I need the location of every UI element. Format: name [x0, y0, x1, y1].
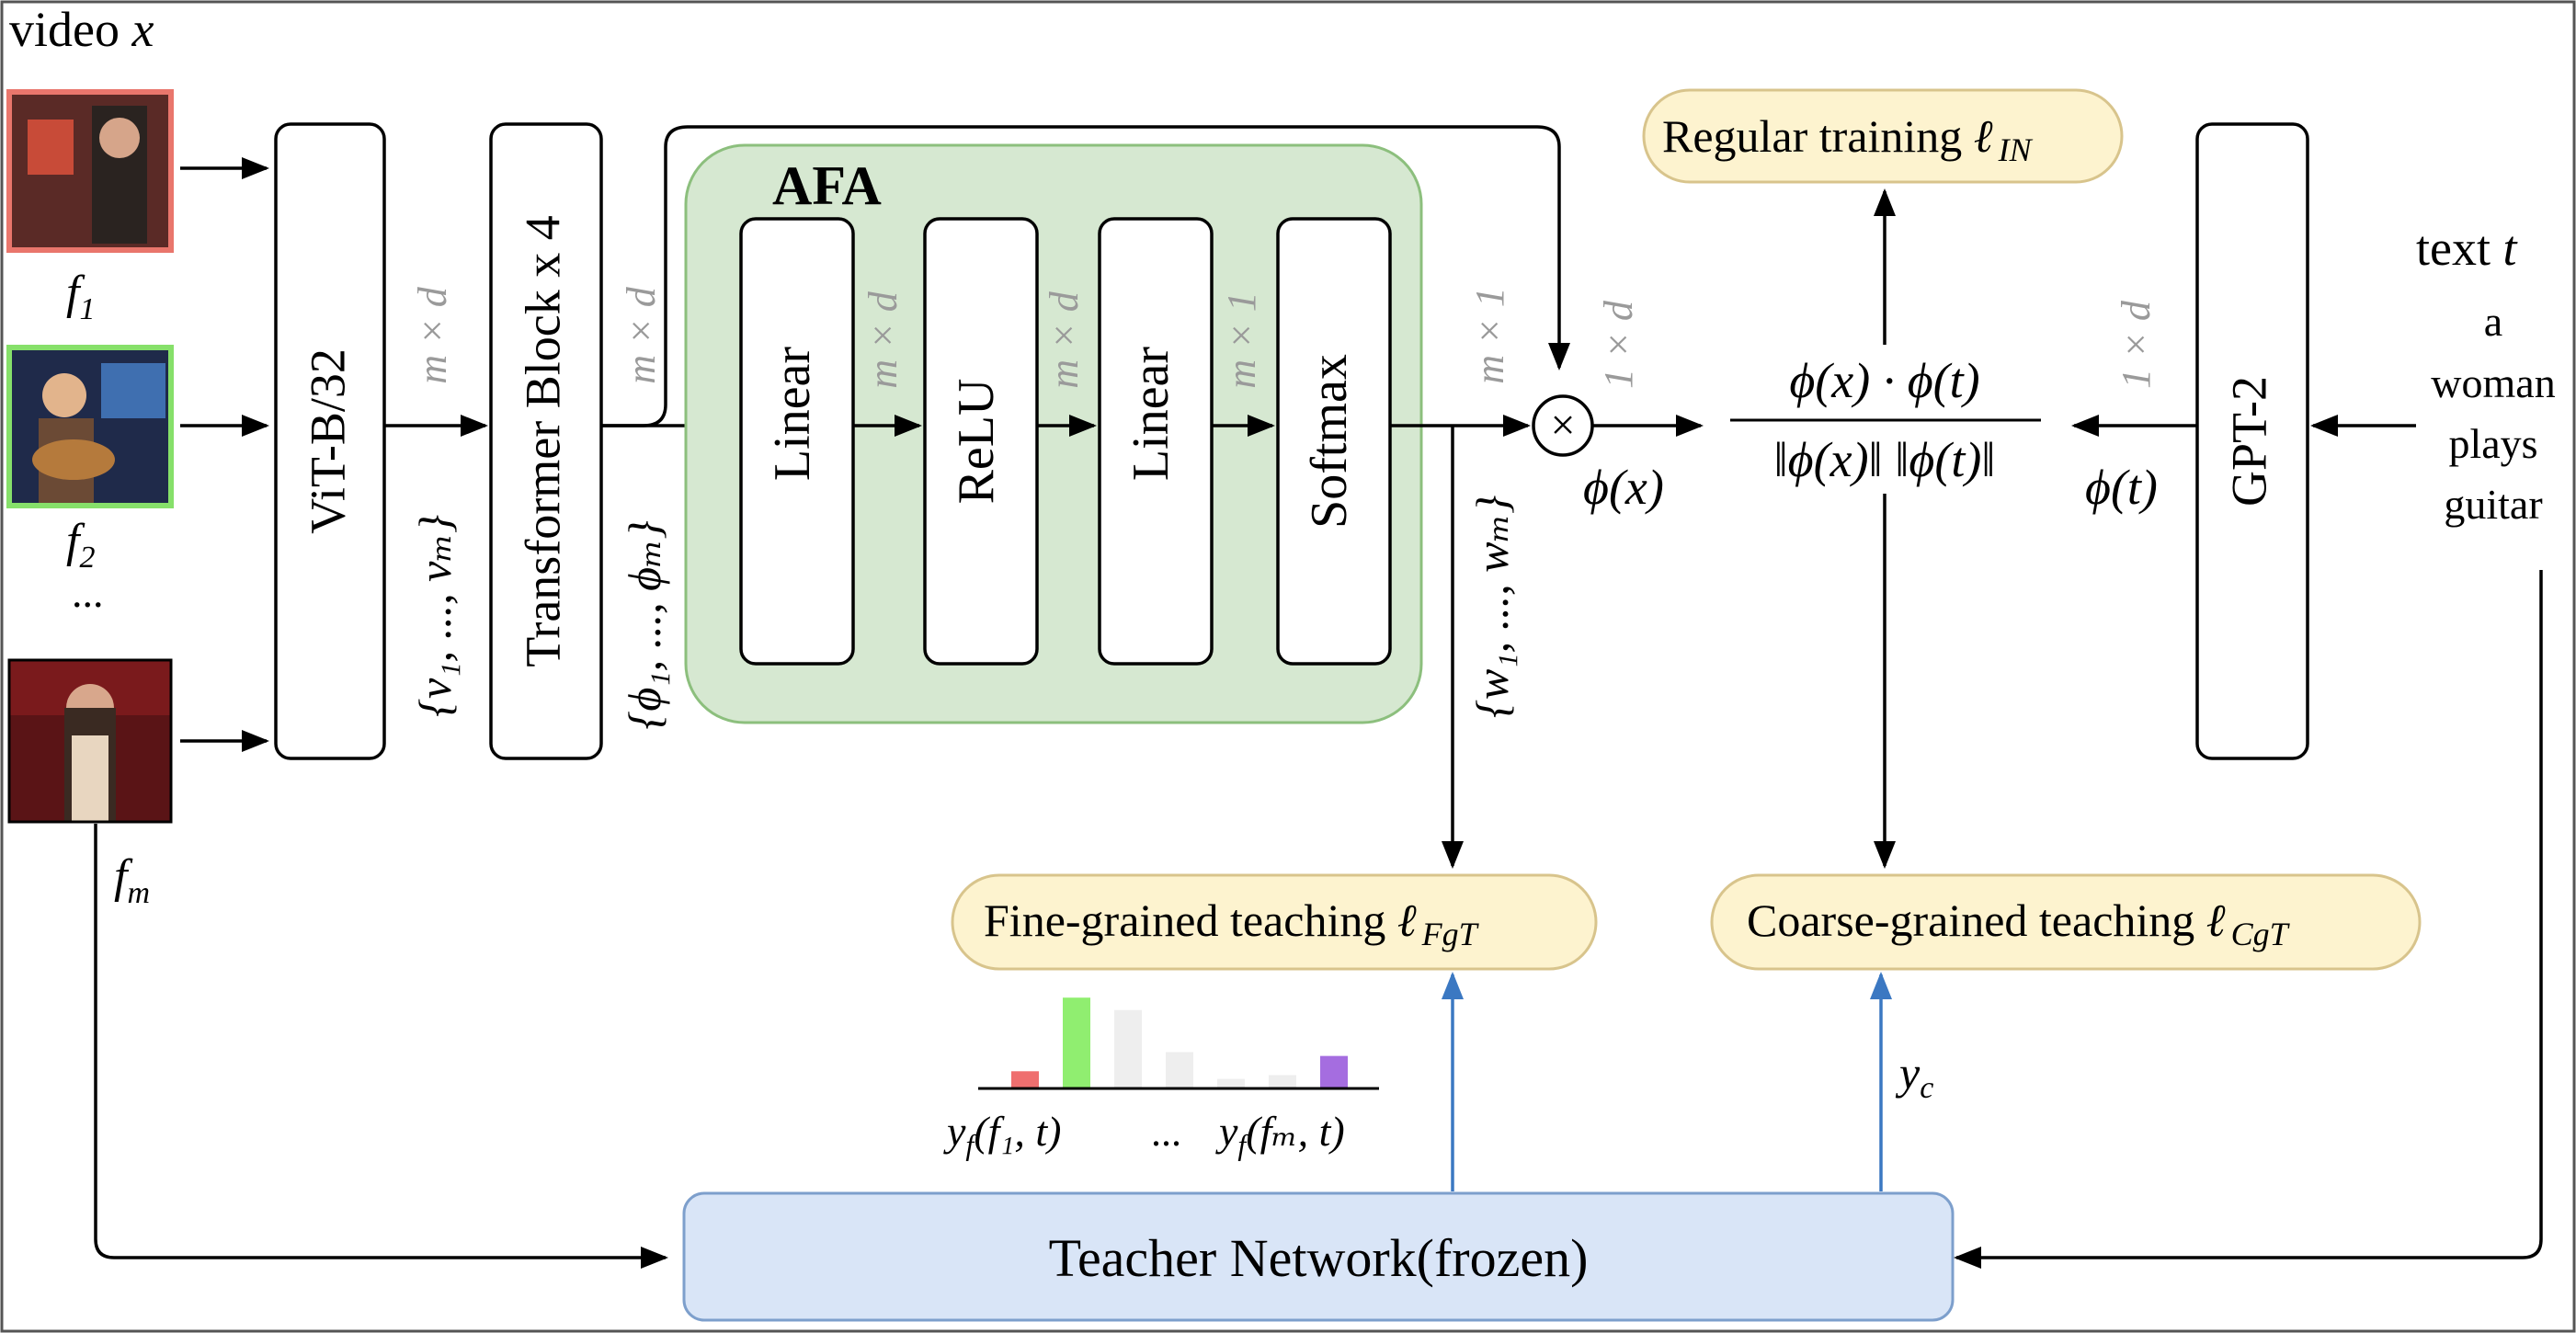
transformer-block: [489, 122, 603, 760]
arrow-text-teacher: [1954, 570, 2543, 1269]
similarity-denominator: ‖ϕ(x)‖ ‖ϕ(t)‖: [1774, 432, 1996, 487]
gpt2-label: GPT-2: [2221, 376, 2276, 507]
frame-m: [7, 658, 173, 824]
afa-linear-1-label: Linear: [764, 347, 821, 481]
skip-connection: [601, 125, 1570, 427]
arrow-frames-teacher: [94, 824, 668, 1269]
bar-label-dots: ...: [1151, 1110, 1181, 1155]
dim-multiply-out: 1 × d: [1596, 300, 1641, 389]
similarity-bar-6: [1269, 1075, 1296, 1088]
multiply-symbol: ×: [1550, 401, 1575, 450]
afa-relu: [923, 217, 1039, 666]
caption-word-4: guitar: [2444, 481, 2542, 528]
teacher-network-label: Teacher Network(frozen): [1049, 1228, 1589, 1288]
frame-1-border: [6, 89, 174, 253]
bar-label-last: yf(fₘ, t): [1215, 1108, 1345, 1161]
similarity-bar-7: [1320, 1055, 1348, 1088]
dim-gpt2-out: 1 × d: [2114, 300, 2159, 389]
video-label: video x: [9, 2, 154, 57]
set-v: {v₁, ..., vₘ}: [409, 515, 461, 717]
similarity-bar-4: [1166, 1052, 1193, 1088]
transformer-label: Transformer Block x 4: [515, 215, 570, 666]
afa-title: AFA: [772, 155, 882, 216]
frame-2-label: f2: [66, 515, 95, 575]
frame-1-label: f1: [66, 267, 95, 326]
frame-1: [6, 89, 174, 253]
dim-relu-out: m × d: [1042, 291, 1087, 388]
vit-block: [274, 122, 386, 760]
set-phi: {ϕ₁, ..., ϕₘ}: [619, 520, 670, 729]
afa-linear-1: [739, 217, 855, 666]
caption-word-3: plays: [2448, 420, 2537, 467]
fine-loss-box: [951, 873, 1598, 971]
caption-word-2: woman: [2431, 359, 2555, 406]
coarse-loss-box: [1710, 873, 2422, 971]
similarity-bars: [1011, 997, 1348, 1088]
dim-transformer-out: m × d: [619, 286, 664, 383]
phi-x-label: ϕ(x): [1583, 460, 1664, 515]
similarity-bar-1: [1011, 1071, 1039, 1088]
dim-linear1-out: m × d: [861, 291, 906, 388]
gpt2-block: [2195, 122, 2309, 760]
frame-2: [6, 345, 174, 508]
dim-vit-out: m × d: [410, 286, 455, 383]
similarity-bar-2: [1063, 997, 1090, 1088]
frame-m-border: [7, 658, 173, 824]
set-w: {w₁, ..., wₘ}: [1466, 496, 1518, 718]
phi-t-label: ϕ(t): [2085, 460, 2158, 515]
afa-linear-2: [1098, 217, 1214, 666]
similarity-bar-5: [1217, 1078, 1245, 1088]
frame-m-label: fm: [114, 850, 150, 910]
frames-ellipsis: ...: [72, 569, 104, 616]
vit-label: ViT-B/32: [300, 348, 355, 534]
dim-softmax-out: m × 1: [1467, 287, 1512, 383]
teacher-network-box: [682, 1191, 1955, 1322]
afa-linear-2-label: Linear: [1123, 347, 1180, 481]
text-label: text t: [2416, 221, 2518, 276]
dim-linear2-out: m × 1: [1219, 291, 1264, 388]
afa-relu-label: ReLU: [948, 379, 1005, 505]
caption-word-1: a: [2484, 298, 2502, 345]
afa-softmax: [1276, 217, 1392, 666]
frame-2-border: [6, 345, 174, 508]
similarity-numerator: ϕ(x) · ϕ(t): [1789, 353, 1979, 408]
bar-label-first: yf(f₁, t): [943, 1108, 1062, 1161]
similarity-bar-3: [1114, 1009, 1142, 1088]
yc-label: yc: [1895, 1047, 1933, 1105]
afa-softmax-label: Softmax: [1301, 354, 1358, 529]
afa-region: [684, 143, 1423, 724]
regular-loss-box: [1642, 88, 2124, 184]
